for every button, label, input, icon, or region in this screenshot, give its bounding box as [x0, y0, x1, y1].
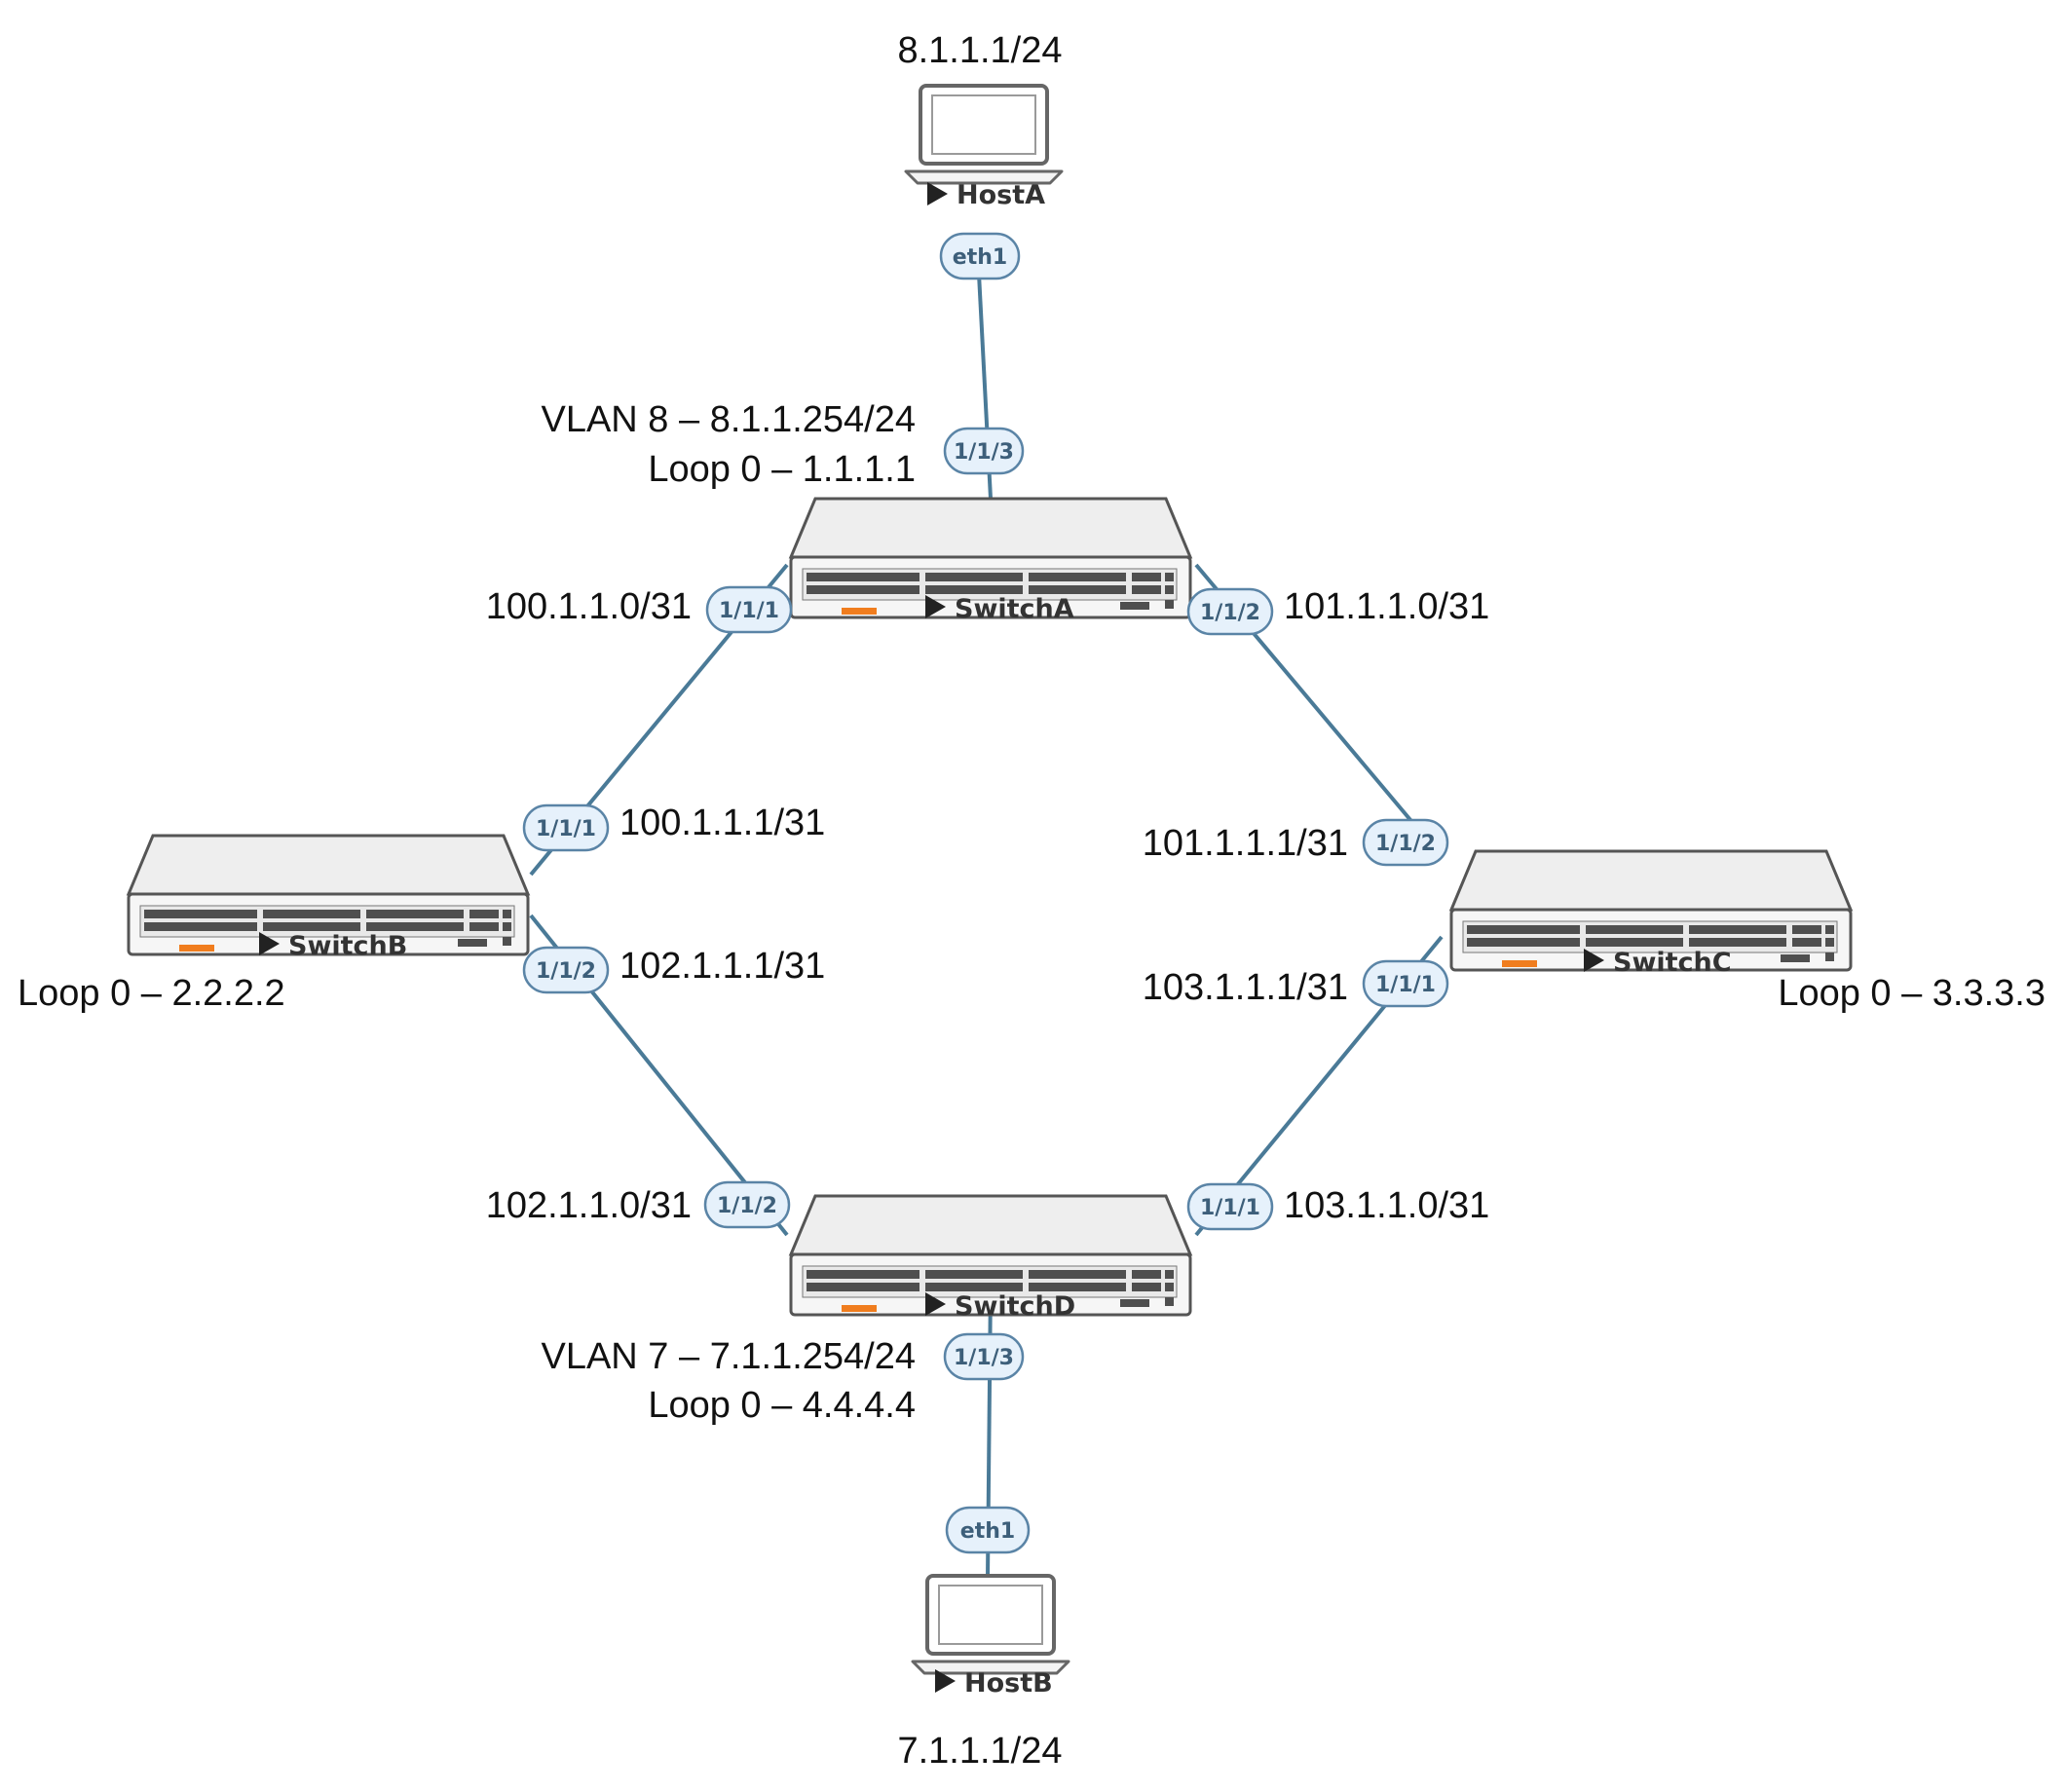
- port-label: 1/1/1: [536, 817, 596, 841]
- switcha-loopback: Loop 0 – 1.1.1.1: [648, 449, 916, 490]
- port-label: 1/1/3: [954, 1346, 1014, 1370]
- switchc-play-icon: [1584, 949, 1604, 972]
- switchd-label: SwitchD: [955, 1291, 1075, 1322]
- subnet-a-c: 101.1.1.0/31: [1284, 586, 1489, 627]
- switcha-play-icon: [925, 595, 946, 618]
- port-label: 1/1/1: [719, 599, 779, 623]
- hostb-address: 7.1.1.1/24: [897, 1731, 1062, 1772]
- switchb-label: SwitchB: [288, 931, 407, 961]
- hostb-laptop-icon[interactable]: [911, 1574, 1070, 1675]
- switchd-play-icon: [925, 1292, 946, 1316]
- hosta-play-icon: [927, 182, 948, 205]
- hosta-node-label[interactable]: HostA: [927, 180, 1045, 210]
- hostb-label: HostB: [964, 1668, 1053, 1699]
- subnet-b-d: 102.1.1.1/31: [619, 946, 825, 987]
- port-label: 1/1/1: [1375, 973, 1436, 997]
- port-label: 1/1/2: [1375, 832, 1436, 856]
- port-label: eth1: [953, 245, 1007, 270]
- port-pill-switchd-1-1-1[interactable]: 1/1/1: [1186, 1182, 1274, 1231]
- port-pill-switcha-1-1-1[interactable]: 1/1/1: [705, 585, 793, 634]
- port-pill-switchd-1-1-3[interactable]: 1/1/3: [943, 1332, 1025, 1381]
- port-pill-switcha-1-1-2[interactable]: 1/1/2: [1186, 587, 1274, 636]
- switchd-loopback: Loop 0 – 4.4.4.4: [648, 1385, 916, 1426]
- switchb-play-icon: [259, 932, 280, 955]
- subnet-d-b: 102.1.1.0/31: [486, 1185, 692, 1226]
- port-pill-switchb-1-1-2[interactable]: 1/1/2: [522, 946, 610, 994]
- subnet-c-d: 103.1.1.1/31: [1143, 967, 1348, 1008]
- switchb-loopback: Loop 0 – 2.2.2.2: [18, 973, 285, 1014]
- switchc-label: SwitchC: [1613, 948, 1732, 978]
- port-pill-hostb-eth1[interactable]: eth1: [945, 1506, 1031, 1554]
- port-label: 1/1/1: [1200, 1196, 1260, 1220]
- switchc-node-label[interactable]: SwitchC: [1584, 948, 1732, 978]
- port-pill-switchc-1-1-1[interactable]: 1/1/1: [1362, 959, 1449, 1008]
- switchd-node-label[interactable]: SwitchD: [925, 1291, 1075, 1322]
- port-label: 1/1/3: [954, 440, 1014, 465]
- switcha-node-label[interactable]: SwitchA: [925, 594, 1074, 624]
- port-pill-switcha-1-1-3[interactable]: 1/1/3: [943, 427, 1025, 475]
- subnet-d-c: 103.1.1.0/31: [1284, 1185, 1489, 1226]
- subnet-b-a: 100.1.1.1/31: [619, 803, 825, 843]
- hosta-label: HostA: [957, 180, 1045, 210]
- switchd-vlan-address: VLAN 7 – 7.1.1.254/24: [541, 1336, 916, 1377]
- hosta-address: 8.1.1.1/24: [897, 30, 1062, 71]
- switcha-label: SwitchA: [955, 594, 1074, 624]
- port-label: 1/1/2: [717, 1194, 777, 1218]
- port-pill-switchb-1-1-1[interactable]: 1/1/1: [522, 803, 610, 852]
- switchb-node-label[interactable]: SwitchB: [259, 931, 407, 961]
- switcha-vlan-address: VLAN 8 – 8.1.1.254/24: [541, 399, 916, 440]
- subnet-c-a: 101.1.1.1/31: [1143, 823, 1348, 864]
- port-label: eth1: [960, 1519, 1015, 1544]
- port-pill-switchc-1-1-2[interactable]: 1/1/2: [1362, 818, 1449, 867]
- port-pill-switchd-1-1-2[interactable]: 1/1/2: [703, 1180, 791, 1229]
- hostb-node-label[interactable]: HostB: [935, 1668, 1053, 1699]
- port-label: 1/1/2: [1200, 601, 1260, 625]
- subnet-a-b: 100.1.1.0/31: [486, 586, 692, 627]
- hostb-play-icon: [935, 1669, 956, 1693]
- port-pill-hosta-eth1[interactable]: eth1: [939, 232, 1021, 280]
- hosta-laptop-icon[interactable]: [904, 84, 1064, 185]
- switchc-loopback: Loop 0 – 3.3.3.3: [1778, 973, 2045, 1014]
- port-label: 1/1/2: [536, 959, 596, 984]
